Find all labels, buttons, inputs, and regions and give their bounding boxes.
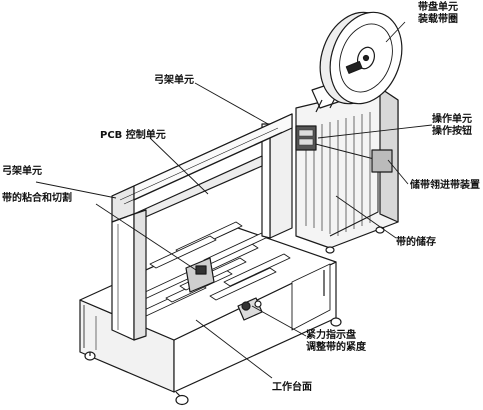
operation-unit-label: 操作单元 操作按钮 [432,114,472,138]
callout-lines [35,21,433,379]
arch-unit-top-label: 弓架单元 [154,75,194,86]
tension-dial-title: 紧力指示盘 [306,330,356,341]
reel-unit-label: 带盘单元 装载带圈 [418,2,458,26]
sealing-cutting-label: 带的粘合和切割 [2,193,72,204]
reel-unit-title: 带盘单元 [418,2,458,13]
reel-unit-description: 装载带圈 [418,14,458,25]
strap-storage-label: 带的储存 [396,237,436,248]
arch-unit-left-label: 弓架单元 [2,166,42,177]
tension-dial-label: 紧力指示盘 调整带的紧度 [306,330,366,354]
arch-frame [111,113,293,341]
tension-dial-description: 调整带的紧度 [306,342,366,353]
pcb-unit-label: PCB 控制单元 [100,130,166,141]
tension-dial [237,297,263,321]
operation-buttons-text: 操作按钮 [432,126,472,137]
operation-unit-title: 操作单元 [432,114,472,125]
feed-accumulator-label: 储带翎进带装置 [410,180,480,191]
work-table-label: 工作台面 [272,382,312,393]
reel-unit [311,11,403,113]
